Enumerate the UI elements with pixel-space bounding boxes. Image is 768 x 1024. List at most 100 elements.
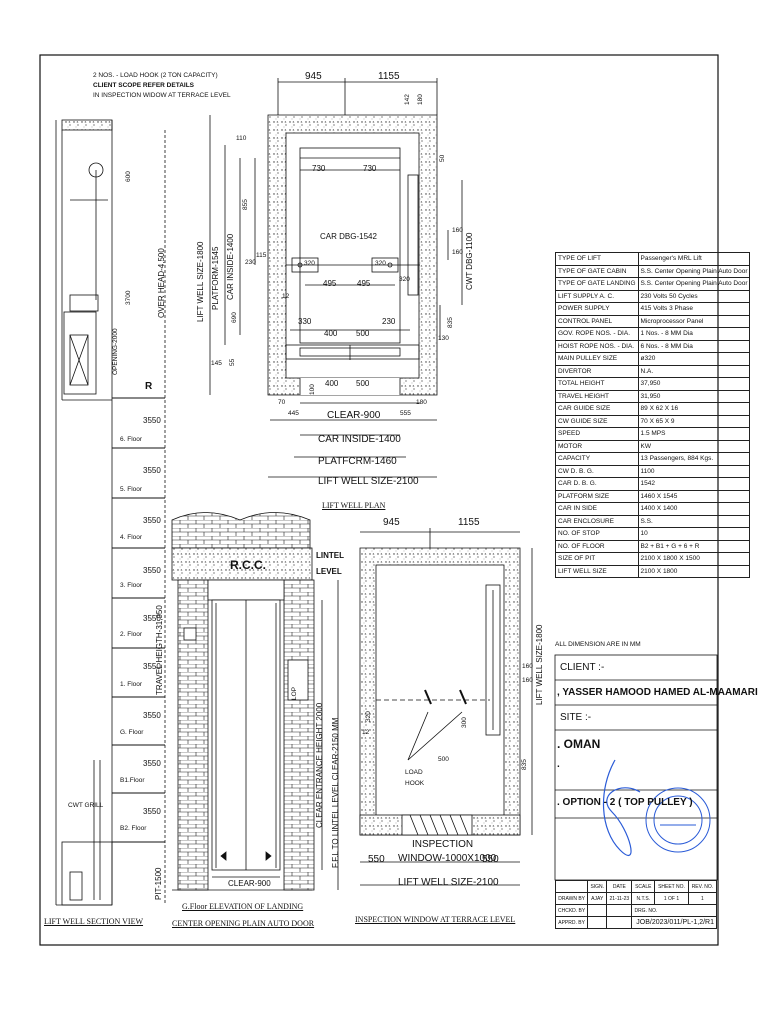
terrace-well-v-label: LIFT WELL SIZE-1800 (535, 624, 544, 705)
plan-dim-70: 70 (278, 399, 286, 406)
spec-row: CW D. B. G.1100 (555, 464, 751, 478)
spec-value: 1.5 MPS (637, 427, 751, 441)
spec-value: 230 Volts 50 Cycles (637, 289, 751, 303)
plan-dim-555: 555 (400, 410, 411, 417)
spec-value: 1400 X 1400 (637, 502, 751, 516)
tb-h-date: DATE (606, 880, 633, 893)
stamp-seal (645, 787, 711, 853)
floor-label: 2. Floor (120, 631, 143, 638)
plan-dim-180: 180 (417, 94, 424, 105)
spec-key: NO. OF STOP (555, 527, 639, 541)
plan-well-label: LIFT WELL SIZE-2100 (318, 476, 419, 487)
ffl-lintel-label: F.F.L TO LINTEL LEVEL CLEAR-2150 MM (331, 717, 340, 868)
lop-label: LOP (291, 686, 298, 700)
plan-dim-320c: 320 (399, 276, 410, 283)
tb-h-rev: REV. NO. (687, 880, 718, 893)
terrace-dim-1155: 1155 (458, 517, 480, 528)
spec-key: CONTROL PANEL (555, 314, 639, 328)
plan-dim-835: 835 (447, 317, 454, 328)
terrace-dim-160a: 160 (522, 663, 533, 670)
spec-key: NO. OF FLOOR (555, 539, 639, 553)
plan-dim-445: 445 (288, 410, 299, 417)
plan-dim-230b: 230 (382, 317, 396, 326)
floor-height: 3550 (143, 711, 161, 720)
car-dbg-label: CAR DBG-1542 (320, 232, 377, 241)
plan-dim-110: 110 (236, 135, 247, 142)
spec-key: HOIST ROPE NOS. - DIA. (555, 339, 639, 353)
plan-dim-160a: 160 (452, 227, 463, 234)
spec-key: TYPE OF LIFT (555, 252, 639, 266)
spec-value: S.S. Center Opening Plain Auto Door (637, 264, 751, 278)
spec-value: 2100 X 1800 X 1500 (637, 552, 751, 566)
floor-height: 3550 (143, 466, 161, 475)
load-hook-line1: LOAD (405, 769, 423, 776)
title-block: SIGN. DATE SCALE SHEET NO. REV. NO. DRAW… (554, 880, 718, 929)
spec-key: SIZE OF PIT (555, 552, 639, 566)
tb-date: 21-11-23 (606, 892, 633, 905)
all-dimensions-note: ALL DIMENSION ARE IN MM (555, 641, 641, 648)
floor-label: G. Floor (120, 729, 144, 736)
spec-key: SPEED (555, 427, 639, 441)
plan-dim-855: 855 (242, 199, 249, 210)
tb-drawn-by: DRAWN BY (554, 892, 589, 905)
tb-rev: 1 (687, 892, 718, 905)
plan-dim-320a: 320 (304, 260, 315, 267)
spec-row: GOV. ROPE NOS. - DIA.1 Nos. - 8 MM Dia (555, 327, 751, 341)
plan-dim-945: 945 (305, 71, 322, 82)
hook-note-line3: IN INSPECTION WIDOW AT TERRACE LEVEL (93, 92, 231, 99)
spec-key: CW GUIDE SIZE (555, 414, 639, 428)
terrace-dim-835: 835 (521, 759, 528, 770)
tb-sheet: 1 OF 1 (654, 892, 689, 905)
plan-dim-230a: 230 (245, 259, 256, 266)
plan-dim-145: 145 (211, 360, 222, 367)
spec-value: 1100 (637, 464, 751, 478)
terrace-dim-160b: 160 (522, 677, 533, 684)
plan-dim-495a: 495 (323, 279, 337, 288)
spec-key: TRAVEL HEIGHT (555, 389, 639, 403)
plan-dim-400b: 400 (325, 379, 339, 388)
elevation-view (171, 512, 339, 891)
spec-value: Passenger's MRL Lift (637, 252, 751, 266)
site-name: . OMAN (557, 737, 601, 751)
spec-key: CAR IN SIDE (555, 502, 639, 516)
lintel-label-line2: LEVEL (316, 567, 342, 576)
tb-h-sheet: SHEET NO. (654, 880, 689, 893)
site-label: SITE :- (560, 712, 592, 723)
rcc-label: R.C.C. (230, 558, 266, 572)
option-label: . OPTION - 2 ( TOP PULLEY ) (557, 797, 693, 808)
spec-key: LIFT WELL SIZE (555, 564, 639, 578)
tb-h-sign: SIGN. (587, 880, 608, 893)
plan-view (209, 78, 463, 478)
floor-height: 3550 (143, 416, 161, 425)
spec-key: LIFT SUPPLY A. C. (555, 289, 639, 303)
spec-row: LIFT SUPPLY A. C.230 Volts 50 Cycles (555, 289, 751, 303)
spec-key: CAPACITY (555, 452, 639, 466)
terrace-dim-12: 12 (362, 729, 370, 736)
spec-key: TYPE OF GATE LANDING (555, 277, 639, 291)
tb-checked-by: CHCKD. BY (554, 904, 589, 917)
tb-drg-no: JOB/2023/011/PL-1,2/R1 (631, 916, 717, 929)
floor-label: 5. Floor (120, 486, 143, 493)
plan-dim-730a: 730 (312, 164, 326, 173)
terrace-dim-320: 320 (365, 711, 372, 722)
overhead-label: OVER HEAD-4,500 (157, 248, 166, 318)
plan-dim-500b: 500 (356, 379, 370, 388)
spec-key: MAIN PULLEY SIZE (555, 352, 639, 366)
tb-drg-no-label: DRG. NO. (631, 904, 717, 917)
spec-value: 6 Nos. - 8 MM Dia (637, 339, 751, 353)
plan-dim-130: 130 (438, 335, 449, 342)
plan-dim-330: 330 (298, 317, 312, 326)
